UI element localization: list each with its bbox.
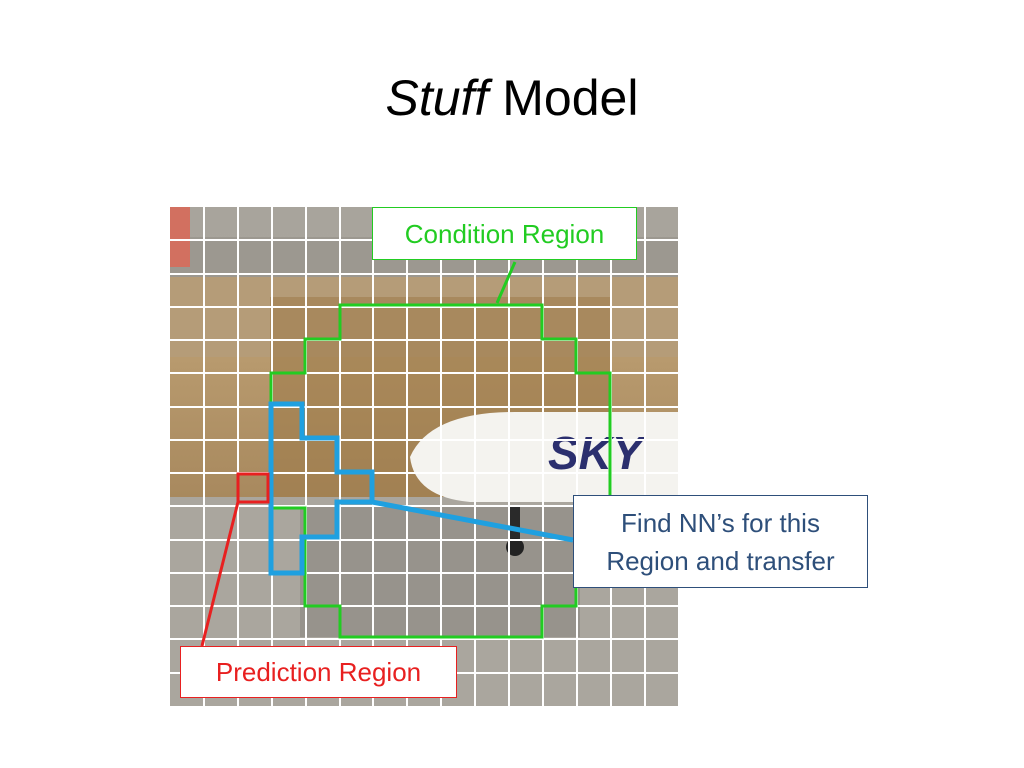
aircraft-photo: SKY bbox=[170, 207, 678, 706]
condition-region-label: Condition Region bbox=[372, 207, 637, 260]
nn-region-text-line1: Find NN’s for this bbox=[621, 508, 820, 538]
prediction-region-text: Prediction Region bbox=[215, 657, 422, 687]
prediction-region-label: Prediction Region bbox=[180, 646, 457, 698]
nn-region-text-line2: Region and transfer bbox=[606, 546, 835, 576]
aircraft-lettering: SKY bbox=[548, 427, 647, 479]
slide-title: Stuff Model bbox=[0, 66, 1024, 130]
slide-title-rest: Model bbox=[488, 70, 639, 126]
nn-region-label: Find NN’s for this Region and transfer bbox=[573, 495, 868, 588]
condition-region-text: Condition Region bbox=[404, 219, 605, 249]
slide-title-italic: Stuff bbox=[385, 70, 489, 126]
